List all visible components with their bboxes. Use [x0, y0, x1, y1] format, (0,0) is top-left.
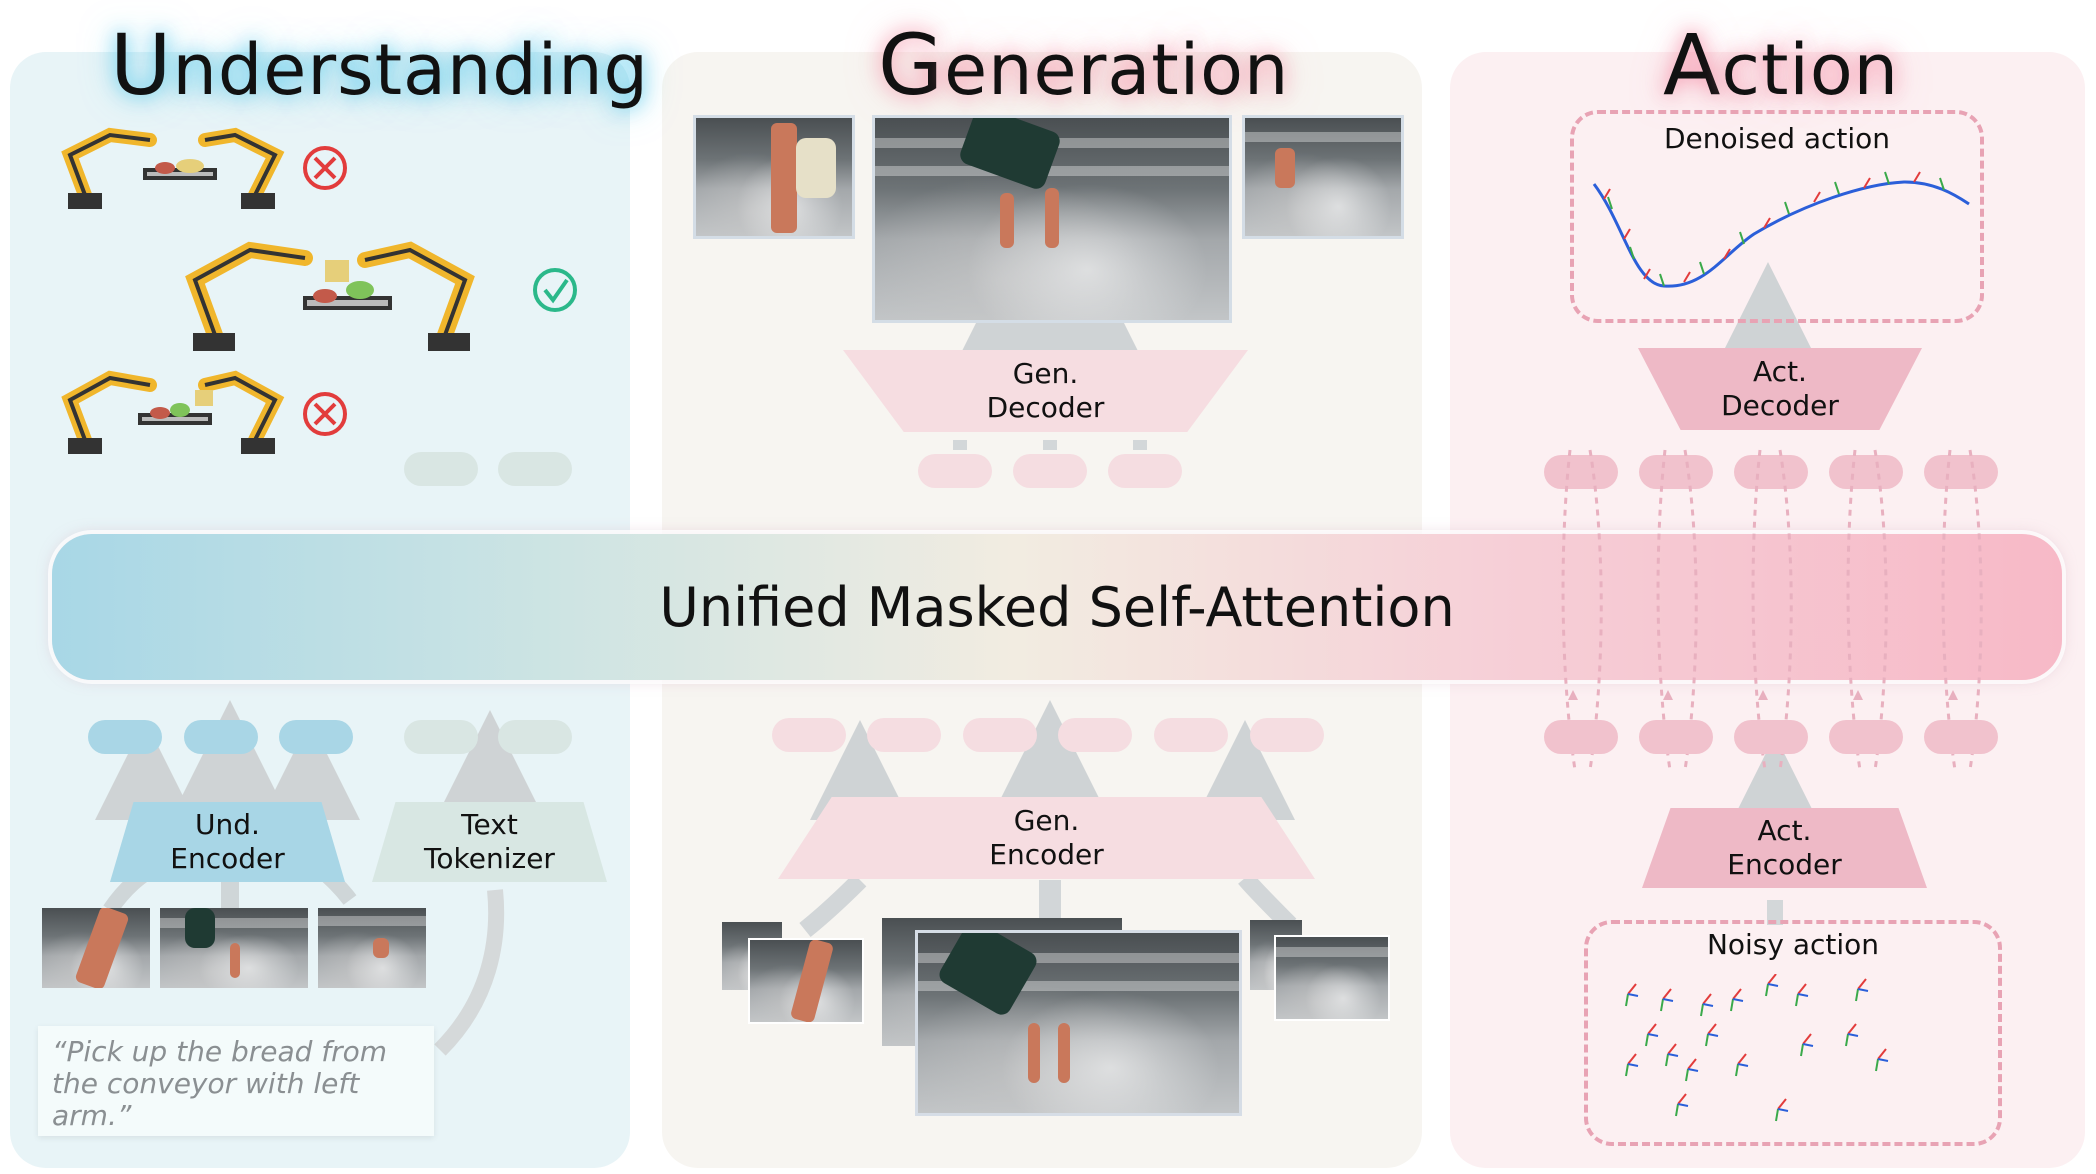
noisy-action-label: Noisy action	[1706, 928, 1880, 961]
token	[1250, 718, 1324, 752]
token	[1544, 455, 1618, 489]
token	[1924, 720, 1998, 754]
robot-arm-icon	[61, 127, 285, 209]
input-frame-right	[1274, 935, 1390, 1021]
noisy-action-scatter	[1625, 974, 1889, 1122]
understanding-title: Understanding	[110, 16, 649, 114]
flow-line	[1238, 872, 1297, 932]
token	[1013, 454, 1087, 488]
token	[1544, 720, 1618, 754]
token	[963, 718, 1037, 752]
token	[1058, 718, 1132, 752]
token	[1154, 718, 1228, 752]
noisy-action-box: Noisy action	[1584, 920, 2002, 1146]
token	[404, 452, 478, 486]
input-frame-main	[915, 930, 1242, 1116]
token	[1924, 455, 1998, 489]
generation-title: Generation	[878, 16, 1290, 114]
token	[1734, 455, 1808, 489]
input-frame-left	[748, 938, 864, 1024]
robot-arm-icon	[185, 241, 475, 351]
act-encoder-module: Act. Encoder	[1642, 808, 1927, 888]
token	[867, 718, 941, 752]
robot-scenes	[61, 127, 577, 454]
token	[1734, 720, 1808, 754]
token	[1829, 720, 1903, 754]
token	[88, 720, 162, 754]
denoised-action-box: Denoised action	[1570, 110, 1984, 323]
input-image-2	[160, 908, 308, 988]
gen-encoder-module: Gen. Encoder	[778, 797, 1315, 879]
token	[1829, 455, 1903, 489]
denoised-trajectory	[1592, 171, 1970, 288]
und-encoder-module: Und. Encoder	[110, 802, 345, 882]
token	[279, 720, 353, 754]
token	[1639, 720, 1713, 754]
flow-line	[434, 889, 505, 1056]
instruction-text: “Pick up the bread from the conveyor wit…	[38, 1026, 434, 1136]
token	[404, 720, 478, 754]
token	[1639, 455, 1713, 489]
gen-decoder-module: Gen. Decoder	[843, 350, 1248, 432]
token	[184, 720, 258, 754]
attention-label: Unified Masked Self-Attention	[659, 576, 1455, 639]
generated-frame-main	[872, 115, 1232, 323]
flow-line	[799, 873, 867, 938]
denoised-action-label: Denoised action	[1663, 122, 1891, 155]
token	[1108, 454, 1182, 488]
cross-circle-icon	[303, 146, 347, 190]
text-tokenizer-module: Text Tokenizer	[372, 802, 607, 882]
token	[772, 718, 846, 752]
cross-circle-icon	[303, 392, 347, 436]
input-image-1	[42, 908, 150, 988]
generated-frame-left	[693, 115, 855, 239]
action-title: Action	[1663, 16, 1900, 114]
unified-attention-bar: Unified Masked Self-Attention	[52, 534, 2062, 680]
act-decoder-module: Act. Decoder	[1638, 348, 1922, 430]
check-circle-icon	[533, 268, 577, 312]
token	[498, 720, 572, 754]
robot-arm-icon	[61, 370, 285, 454]
token	[498, 452, 572, 486]
token	[918, 454, 992, 488]
input-image-3	[318, 908, 426, 988]
generated-frame-right	[1242, 115, 1404, 239]
